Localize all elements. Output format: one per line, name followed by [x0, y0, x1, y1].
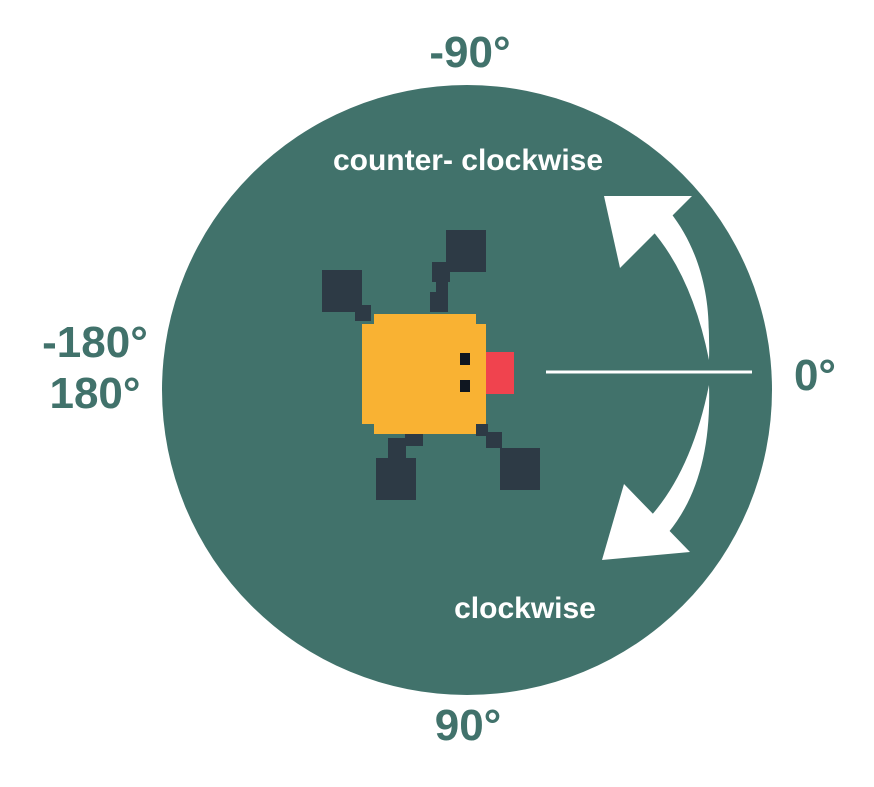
- label-counter-clockwise: counter- clockwise: [333, 144, 603, 177]
- label-minus-90: -90°: [429, 28, 510, 77]
- label-180: 180°: [49, 369, 140, 418]
- label-90: 90°: [435, 701, 502, 750]
- turtle-body: [362, 314, 486, 434]
- turtle-eye-top: [460, 353, 470, 365]
- counter-clockwise-arrow-icon: [604, 196, 710, 360]
- label-0: 0°: [794, 351, 836, 400]
- turtle-icon: [322, 230, 540, 500]
- label-minus-180: -180°: [42, 318, 148, 367]
- turtle-beak: [486, 352, 514, 394]
- label-clockwise: clockwise: [454, 592, 596, 625]
- clockwise-arrow-icon: [602, 385, 710, 560]
- turtle-limbs: [322, 230, 540, 500]
- turtle-eye-bottom: [460, 380, 470, 392]
